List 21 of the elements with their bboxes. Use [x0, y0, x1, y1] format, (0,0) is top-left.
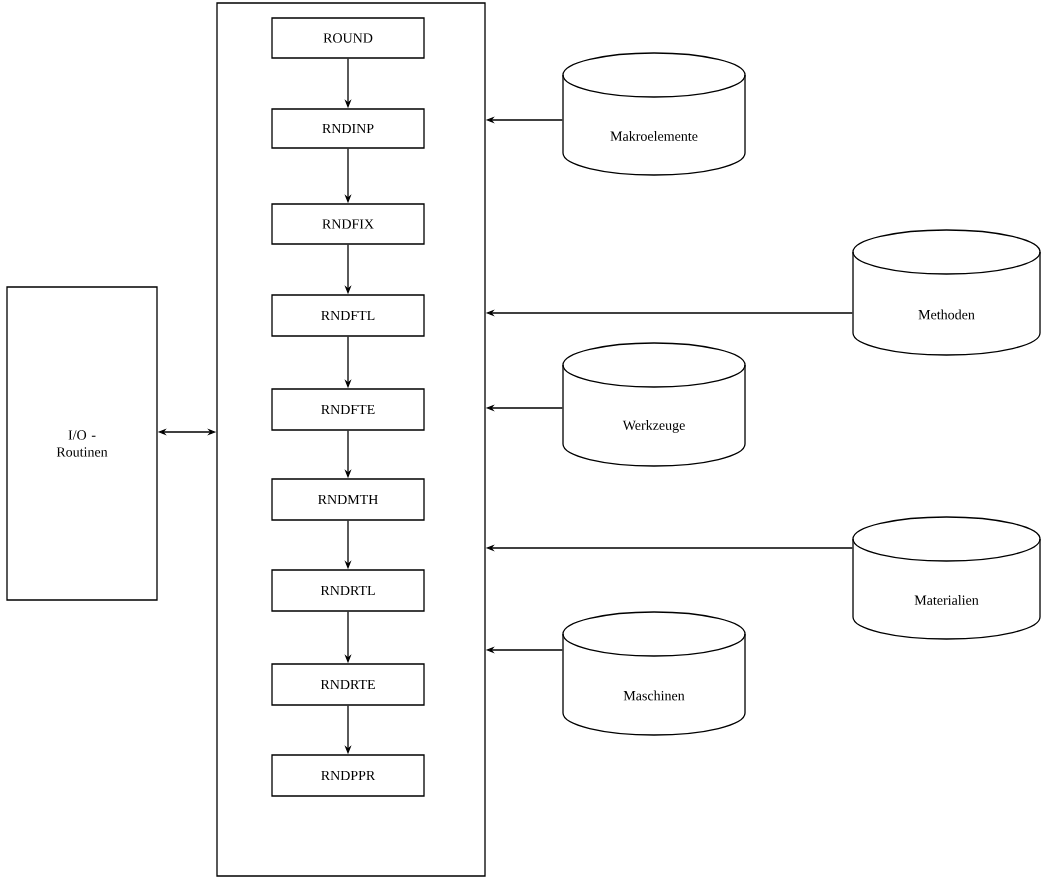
- database-cylinder: Materialien: [852, 516, 1041, 640]
- process-box: RNDPPR: [271, 754, 425, 797]
- database-cylinder: Methoden: [852, 229, 1041, 356]
- process-box: RNDRTL: [271, 569, 425, 612]
- process-box: ROUND: [271, 17, 425, 59]
- io-box: I/O - Routinen: [6, 286, 158, 601]
- process-box: RNDINP: [271, 108, 425, 149]
- process-box: RNDMTH: [271, 478, 425, 521]
- node-label: Methoden: [918, 309, 975, 320]
- process-box: RNDRTE: [271, 663, 425, 706]
- process-box: RNDFTE: [271, 388, 425, 431]
- database-cylinder: Werkzeuge: [562, 342, 746, 467]
- database-cylinder: Maschinen: [562, 611, 746, 736]
- container-box: [216, 2, 486, 877]
- process-box: RNDFIX: [271, 203, 425, 245]
- node-label: Materialien: [914, 595, 979, 605]
- process-box: RNDFTL: [271, 294, 425, 337]
- node-label: Makroelemente: [610, 131, 698, 141]
- database-cylinder: Makroelemente: [562, 52, 746, 176]
- node-label: Werkzeuge: [622, 420, 685, 433]
- node-label: Maschinen: [623, 690, 685, 701]
